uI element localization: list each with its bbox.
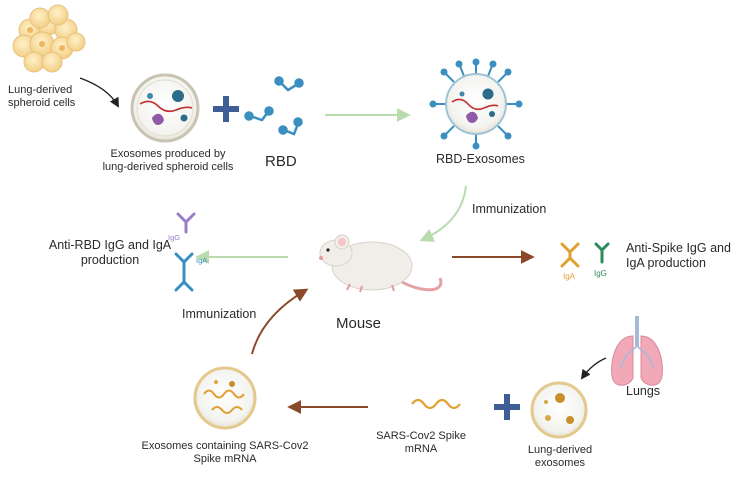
- label-lung-derived-exosomes: Lung-derived exosomes: [520, 444, 600, 470]
- label-anti-spike-line1: Anti-Spike IgG and: [626, 241, 731, 255]
- label-iga-right: IgA: [563, 272, 576, 281]
- label-anti-spike-line2: IgA production: [626, 256, 706, 270]
- label-anti-rbd-line2: production: [80, 253, 140, 267]
- label-spike-mrna-line2: mRNA: [404, 443, 438, 456]
- exosome-dish-icon: [130, 73, 200, 143]
- antibody-iga-blue-icon: [174, 252, 194, 292]
- label-mouse: Mouse: [336, 315, 382, 332]
- label-exosomes-produced-line2: lung-derived spheroid cells: [102, 161, 234, 174]
- arrow-exosomes-to-mouse: [251, 288, 309, 355]
- label-anti-rbd-line1: Anti-RBD IgG and IgA: [48, 238, 172, 252]
- arrow-cells-to-exosomes: [79, 77, 119, 108]
- label-exosomes-produced: Exosomes produced by lung-derived sphero…: [98, 148, 238, 174]
- label-lung-exosomes-line1: Lung-derived: [527, 444, 593, 456]
- arrow-rbd-exosomes-to-mouse: [419, 185, 467, 242]
- mouse-icon: [319, 234, 443, 293]
- plus-icon: [213, 96, 239, 122]
- label-lungs: Lungs: [626, 384, 661, 398]
- label-lung-exosomes-line2: exosomes: [534, 457, 586, 470]
- arrow-lungs-to-exosomes: [580, 357, 607, 380]
- lung-exosome-dish-icon: [530, 381, 588, 439]
- label-exosomes-produced-line1: Exosomes produced by: [110, 148, 226, 160]
- plus-icon-2: [494, 394, 520, 420]
- label-exosomes-containing: Exosomes containing SARS-Cov2 Spike mRNA: [130, 440, 320, 466]
- label-spike-mrna-line1: SARS-Cov2 Spike: [376, 430, 466, 442]
- label-lung-spheroid-cells: Lung-derived spheroid cells: [8, 84, 75, 110]
- label-immunization-top: Immunization: [472, 202, 547, 216]
- spike-mrna-icon: [411, 398, 461, 410]
- label-anti-spike: Anti-Spike IgG and IgA production: [626, 241, 731, 271]
- label-lung-spheroid-line1: Lung-derived: [8, 84, 73, 96]
- label-iga-left: IgA: [196, 256, 207, 265]
- rbd-molecules-icon: [244, 76, 304, 136]
- label-rbd-exosomes: RBD-Exosomes: [436, 152, 525, 166]
- antibody-igg-purple-icon: [176, 212, 196, 234]
- label-immunization-left: Immunization: [182, 307, 257, 321]
- label-anti-rbd: Anti-RBD IgG and IgA production: [40, 238, 180, 268]
- label-exosomes-containing-line1: Exosomes containing SARS-Cov2: [141, 440, 309, 452]
- label-lung-spheroid-line2: spheroid cells: [8, 97, 76, 110]
- antibody-iga-orange-icon: [560, 242, 580, 268]
- lungs-icon: [611, 316, 663, 386]
- label-igg-left: IgG: [168, 233, 180, 242]
- label-spike-mrna: SARS-Cov2 Spike mRNA: [366, 430, 476, 456]
- antibody-igg-green-icon: [594, 242, 610, 264]
- label-rbd: RBD: [265, 153, 297, 170]
- label-igg-right: IgG: [594, 269, 607, 278]
- rbd-exosome-icon: [429, 58, 523, 150]
- label-exosomes-containing-line2: Spike mRNA: [193, 453, 257, 466]
- mrna-exosome-dish-icon: [193, 366, 257, 430]
- spheroid-cells-icon: [12, 4, 86, 73]
